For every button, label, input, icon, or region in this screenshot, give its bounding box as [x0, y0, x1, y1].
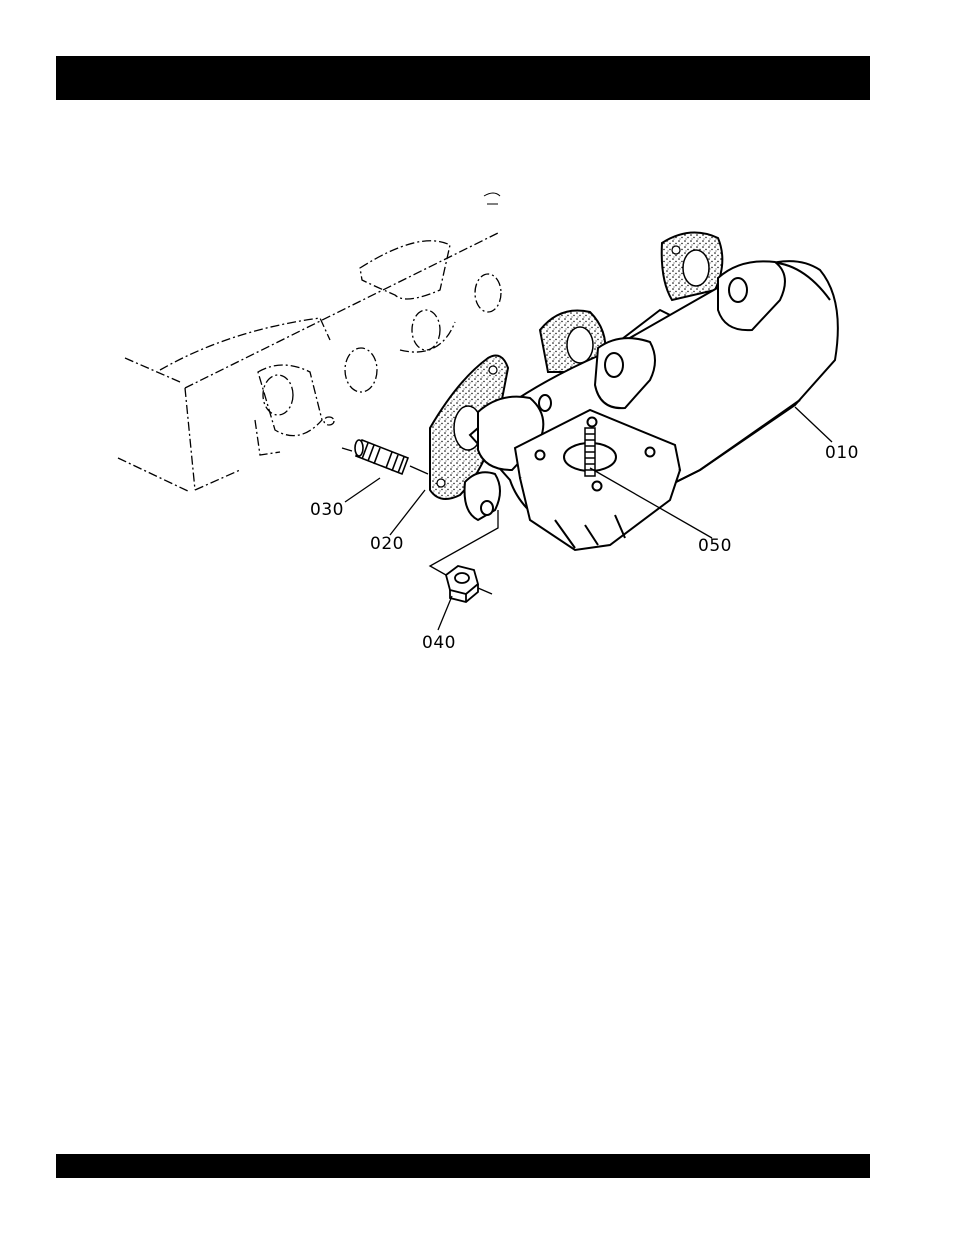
outlet-stud — [585, 428, 595, 476]
stud — [355, 440, 408, 474]
callout-030: 030 — [310, 500, 344, 520]
footer-bar — [56, 1154, 870, 1178]
callout-010: 010 — [825, 443, 859, 463]
callout-040: 040 — [422, 633, 456, 653]
callout-020: 020 — [370, 534, 404, 554]
callout-050: 050 — [698, 536, 732, 556]
exhaust-manifold-diagram — [0, 0, 954, 700]
nut — [446, 566, 478, 602]
